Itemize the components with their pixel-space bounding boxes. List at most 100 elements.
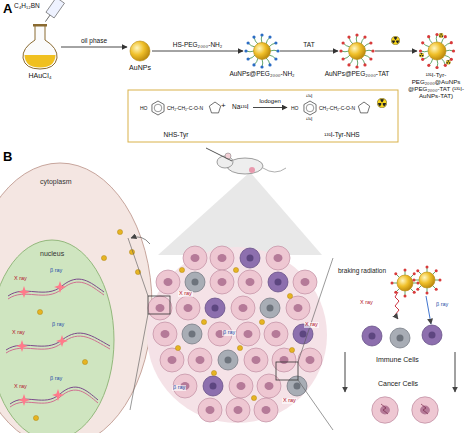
text-label: β ray [52, 322, 64, 328]
illustration-part [251, 395, 256, 400]
illustration-part [244, 348, 268, 372]
node-text: AuNPs@PEG₂₀₀₀-NH₂ [229, 70, 294, 77]
illustration-part [201, 319, 206, 324]
illustration-part [237, 345, 242, 350]
illustration-part [381, 404, 388, 414]
flask-node: HAuCl₄ [20, 24, 60, 70]
illustration-part [266, 246, 290, 270]
arrow-connector [61, 47, 127, 48]
illustration-part [153, 322, 177, 346]
illustration-part [362, 326, 382, 346]
illustration-part [8, 282, 104, 299]
illustration-part [128, 238, 148, 296]
text-label: β ray [172, 385, 186, 391]
illustration-part [412, 397, 438, 423]
arrow-connector [253, 107, 287, 108]
illustration-part [0, 240, 114, 433]
text-label: HO [140, 106, 148, 111]
illustration-part [264, 322, 288, 346]
illustration-part [289, 347, 294, 352]
illustration-part [131, 237, 150, 244]
illustration-part [183, 246, 207, 270]
node-text: NHS-Tyr [133, 131, 219, 138]
illustration-part [33, 415, 38, 420]
edge-label: TAT [302, 41, 315, 48]
illustration-part [391, 36, 400, 45]
illustration-part [391, 269, 420, 298]
illustration-part [175, 345, 180, 350]
illustration-part [390, 328, 410, 348]
illustration-part [287, 376, 307, 396]
text-label: braking radiation [338, 268, 386, 275]
nanoparticle-node: AuNPs@PEG₂₀₀₀-TAT [340, 34, 374, 68]
edge-label: HS-PEG₂₀₀₀-NH₂ [172, 41, 224, 48]
illustration-part [276, 362, 298, 380]
illustration-part [154, 104, 162, 112]
illustration-part [176, 296, 200, 320]
illustration-part [413, 266, 442, 295]
text-label: X ray [360, 300, 373, 306]
nanoparticle-node: ¹³¹I-Tyr-PEG₂₀₀₀@AuNPs @PEG₂₀₀₀-TAT (¹³¹… [419, 33, 455, 69]
arrow-connector [280, 51, 338, 52]
illustration-part [206, 148, 232, 161]
text-label: β ray [50, 376, 62, 382]
illustration-part [231, 296, 255, 320]
sphere-shape [129, 40, 151, 62]
text-label: HO [291, 106, 299, 111]
text-label: ¹³¹I [306, 94, 312, 99]
fin-shape [419, 33, 455, 69]
arrow-connector [375, 51, 417, 52]
illustration-part [41, 0, 64, 24]
illustration-part [198, 398, 222, 422]
illustration-part [37, 309, 42, 314]
molecule-node: ¹³¹I-Tyr-NHS [289, 93, 395, 139]
illustration-part [263, 168, 286, 172]
text-label: cytoplasm [40, 178, 72, 185]
illustration-part [148, 296, 172, 320]
illustration-part [218, 350, 238, 370]
illustration-part [238, 270, 262, 294]
illustration-part [233, 267, 238, 272]
illustration-part [179, 267, 184, 272]
illustration-part [298, 258, 333, 362]
panel-letter: A [3, 2, 12, 15]
panel-letter: B [3, 150, 12, 163]
node-text: ¹³¹I-Tyr-PEG₂₀₀₀@AuNPs @PEG₂₀₀₀-TAT (¹³¹… [402, 71, 470, 100]
reagent-node: Na¹³¹I [231, 103, 252, 112]
illustration-part [130, 314, 148, 410]
illustration-part [18, 286, 30, 298]
text-label: X ray [14, 384, 27, 390]
text-label: nucleus [40, 250, 64, 257]
node-text: AuNPs [129, 64, 151, 72]
illustration-part [16, 340, 28, 352]
illustration-part [422, 325, 442, 345]
text-label: + [221, 102, 226, 110]
illustration-part [226, 398, 250, 422]
illustration-part [260, 298, 280, 318]
illustration-part [358, 102, 369, 113]
text-label: C₄H₁₂BN [14, 3, 40, 10]
illustration-part [128, 90, 398, 142]
illustration-part [82, 359, 87, 364]
illustration-part [156, 270, 180, 294]
nanoparticle-node: AuNPs [129, 40, 151, 62]
illustration-part [209, 102, 220, 113]
illustration-part [259, 319, 264, 324]
illustration-part [101, 255, 106, 260]
illustration-part [254, 398, 278, 422]
illustration-part [205, 298, 225, 318]
illustration-part [268, 272, 288, 292]
illustration-part [229, 374, 253, 398]
flask-shape [20, 24, 60, 70]
illustration-part [304, 101, 316, 115]
illustration-part [173, 374, 197, 398]
node-text: AuNPs@PEG₂₀₀₀-TAT [325, 70, 390, 77]
illustration-part [421, 404, 428, 414]
illustration-part [152, 101, 164, 115]
edge-label: Iodogen [258, 98, 282, 105]
peg-shape [245, 34, 279, 68]
text-label: β ray [50, 268, 62, 274]
text-label: Cancer Cells [378, 380, 418, 387]
